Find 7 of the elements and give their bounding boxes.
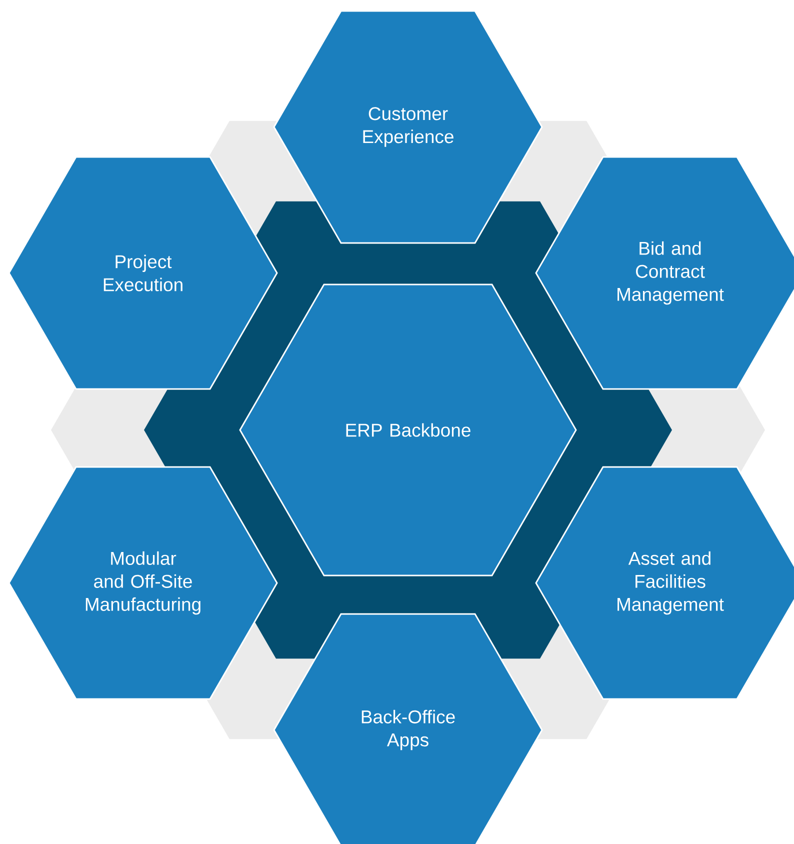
hexagon: Back-Office Apps xyxy=(273,613,543,844)
hexagon: ERP Backbone xyxy=(239,284,577,576)
hexagon: Project Execution xyxy=(8,156,278,390)
hexagon: Asset and Facilities Management xyxy=(535,466,794,700)
hexagon: Bid and Contract Management xyxy=(535,156,794,390)
hexagon: Modular and Off-Site Manufacturing xyxy=(8,466,278,700)
hexagon: Customer Experience xyxy=(273,10,543,244)
